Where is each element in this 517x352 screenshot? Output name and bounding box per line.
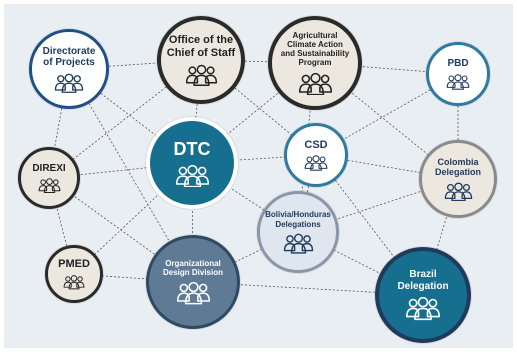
node-label-line: CSD xyxy=(304,138,328,151)
node-label: PMED xyxy=(58,258,90,271)
people-group-icon xyxy=(63,275,85,290)
node-label-line: DIREXI xyxy=(32,162,66,174)
people-group-icon xyxy=(444,182,472,201)
node-label-line: Directorate xyxy=(42,45,96,57)
people-group-icon xyxy=(176,282,210,305)
node-label-line: Bolivia/Honduras xyxy=(265,210,331,220)
node-label-line: Chief of Staff xyxy=(166,46,236,59)
node-label-line: Organizational xyxy=(165,259,221,269)
people-group-icon xyxy=(304,155,328,172)
node-dtc: DTC xyxy=(146,117,238,209)
node-label-line: Design Division xyxy=(162,268,223,278)
node-label-line: Office of the xyxy=(168,34,234,47)
node-label-line: Delegation xyxy=(434,167,481,178)
people-group-icon xyxy=(283,233,313,254)
people-group-icon xyxy=(446,74,470,90)
node-label: CSD xyxy=(304,139,327,152)
node-label-line: Delegations xyxy=(275,219,321,229)
node-label-line: Program xyxy=(298,58,332,68)
node-direxi: DIREXI xyxy=(18,147,80,209)
people-group-icon xyxy=(298,72,332,96)
people-group-icon xyxy=(54,73,84,93)
people-group-icon xyxy=(405,297,441,321)
node-label-line: PBD xyxy=(447,58,469,70)
edge-pmed-dtc xyxy=(73,162,193,275)
node-label: DIREXI xyxy=(32,163,65,175)
node-label-line: Climate Action xyxy=(287,40,343,50)
edge-office-agricultural xyxy=(200,59,316,64)
node-pbd: PBD xyxy=(426,42,490,106)
node-csd: CSD xyxy=(284,123,348,187)
people-group-icon xyxy=(175,164,209,188)
node-label-line: Colombia xyxy=(437,157,479,167)
node-label-line: Brazil xyxy=(409,269,437,281)
node-label-line: of Projects xyxy=(43,57,95,68)
node-label-line: PMED xyxy=(58,258,90,271)
node-label-line: and Sustainability xyxy=(280,49,350,59)
node-label-line: Agricultural xyxy=(292,30,338,40)
node-label: PBD xyxy=(447,58,468,70)
node-label-line: DTC xyxy=(173,138,211,159)
people-group-icon xyxy=(38,178,60,194)
node-pmed: PMED xyxy=(45,245,103,303)
people-group-icon xyxy=(185,64,217,86)
node-label-line: Delegation xyxy=(397,280,449,292)
node-label: DTC xyxy=(174,139,211,160)
